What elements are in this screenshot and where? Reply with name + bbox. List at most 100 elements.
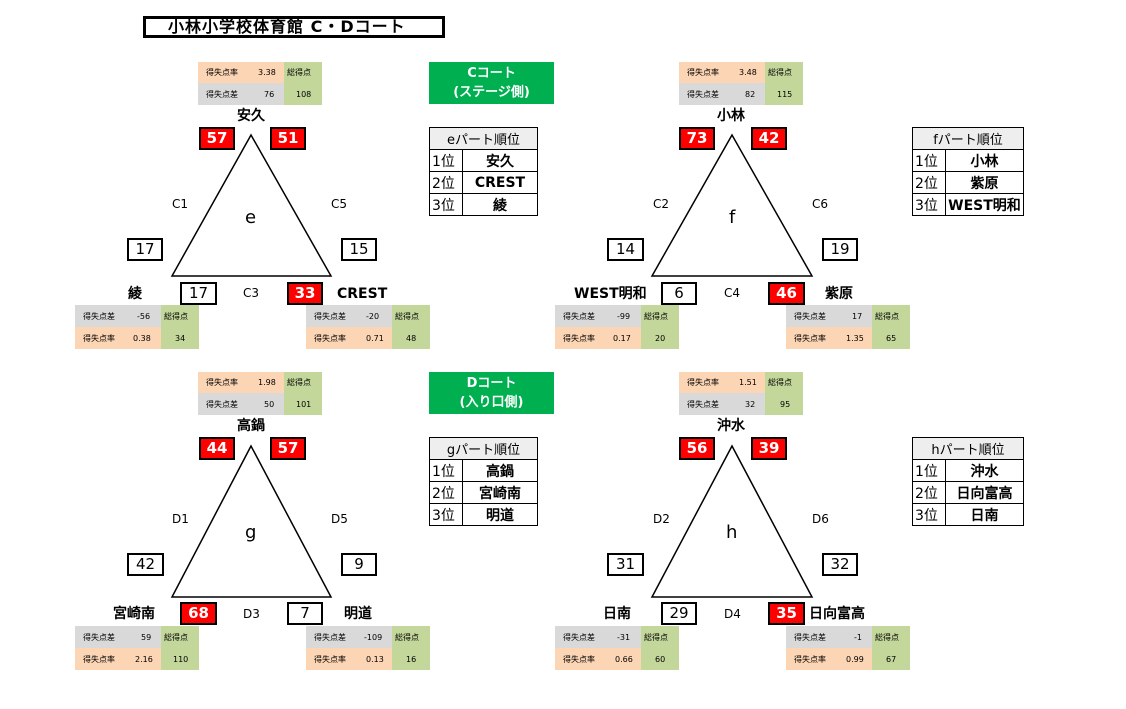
court-d-label: Dコート (入り口側) — [429, 372, 554, 414]
stats-top-h: 得失点率 1.51 総得点 得失点差 32 95 — [679, 372, 803, 415]
court-d-name: Dコート — [466, 376, 517, 391]
match-label-f-2: C6 — [812, 197, 829, 211]
stat-rate-value: 0.13 — [366, 654, 384, 664]
score-e-top-right: 51 — [270, 127, 306, 150]
page-title: 小林小学校体育館 C・Dコート — [143, 16, 445, 38]
score-f-top-left: 73 — [679, 127, 715, 150]
stat-total-value: 108 — [296, 89, 312, 99]
stat-total-value: 16 — [406, 654, 417, 664]
score-e-right-side: 15 — [341, 238, 377, 261]
score-h-bottom-left: 29 — [661, 602, 697, 625]
score-h-left-side: 31 — [607, 553, 644, 576]
ranking-team: WEST明和 — [945, 193, 1024, 216]
match-label-h-3: D4 — [724, 607, 741, 621]
score-g-top-right: 57 — [270, 437, 306, 460]
stat-label-total: 総得点 — [164, 632, 188, 642]
match-label-f-3: C4 — [724, 286, 741, 300]
match-label-g-1: D1 — [172, 512, 189, 526]
stat-label-rate: 得失点率 — [83, 333, 115, 343]
ranking-team: 日南 — [945, 503, 1024, 526]
stat-diff-value: -1 — [854, 632, 862, 642]
stats-right-h: 得失点差 -1 総得点 得失点率 0.99 67 — [786, 626, 910, 670]
court-c-name: Cコート — [467, 66, 516, 81]
ranking-row: 1位高鍋 — [429, 459, 538, 482]
stat-diff-value: -56 — [137, 311, 151, 321]
ranking-pos: 2位 — [912, 481, 946, 504]
stat-total-value: 65 — [886, 333, 897, 343]
stat-rate-value: 3.48 — [739, 68, 757, 77]
score-h-bottom-right: 35 — [768, 602, 805, 625]
ranking-team: 高鍋 — [462, 459, 538, 482]
stats-right-g: 得失点差 -109 総得点 得失点率 0.13 16 — [306, 626, 430, 670]
group-letter-h: h — [726, 522, 738, 543]
ranking-pos: 1位 — [429, 149, 463, 172]
ranking-table-h: hパート順位 1位沖水 2位日向富高 3位日南 — [912, 437, 1024, 526]
stat-label-rate: 得失点率 — [314, 333, 346, 343]
team-top-e: 安久 — [237, 108, 265, 124]
stat-rate-value: 1.35 — [846, 333, 864, 343]
stat-diff-value: -20 — [366, 311, 380, 321]
match-label-e-3: C3 — [243, 286, 260, 300]
stat-label-rate: 得失点率 — [314, 654, 346, 664]
stat-label-rate: 得失点率 — [794, 654, 826, 664]
stat-rate-value: 0.99 — [846, 654, 864, 664]
stats-left-g: 得失点差 59 総得点 得失点率 2.16 110 — [75, 626, 199, 670]
ranking-table-g: gパート順位 1位高鍋 2位宮崎南 3位明道 — [429, 437, 538, 526]
score-f-top-right: 42 — [751, 127, 787, 150]
team-left-h: 日南 — [603, 606, 631, 622]
stat-label-total: 総得点 — [875, 311, 899, 321]
stat-total-value: 95 — [780, 399, 791, 409]
score-e-bottom-left: 17 — [180, 282, 217, 305]
score-g-right-side: 9 — [341, 553, 377, 576]
stat-label-diff: 得失点差 — [314, 311, 346, 321]
match-label-e-1: C1 — [172, 197, 189, 211]
stat-label-rate: 得失点率 — [563, 333, 595, 343]
score-f-bottom-right: 46 — [768, 282, 805, 305]
stat-label-diff: 得失点差 — [83, 311, 115, 321]
team-top-f: 小林 — [717, 108, 745, 124]
stat-label-diff: 得失点差 — [687, 89, 719, 99]
ranking-header: eパート順位 — [429, 127, 538, 150]
team-left-e: 綾 — [128, 286, 142, 302]
match-label-g-2: D5 — [331, 512, 348, 526]
stat-diff-value: 59 — [141, 632, 152, 642]
stats-top-f: 得失点率 3.48 総得点 得失点差 82 115 — [679, 62, 803, 105]
stat-total-value: 115 — [777, 89, 793, 99]
stat-diff-value: -99 — [617, 311, 631, 321]
stat-label-diff: 得失点差 — [794, 632, 826, 642]
stat-total-value: 110 — [173, 654, 189, 664]
stat-rate-value: 0.66 — [615, 654, 633, 664]
stat-diff-value: -31 — [617, 632, 631, 642]
score-e-bottom-right: 33 — [287, 282, 323, 305]
stat-total-value: 101 — [296, 399, 312, 409]
ranking-team: 明道 — [462, 503, 538, 526]
team-top-h: 沖水 — [717, 418, 745, 434]
stat-label-rate: 得失点率 — [687, 68, 719, 77]
score-g-top-left: 44 — [199, 437, 235, 460]
ranking-row: 3位明道 — [429, 503, 538, 526]
ranking-header: hパート順位 — [912, 437, 1024, 460]
stat-diff-value: 32 — [745, 399, 756, 409]
stat-label-diff: 得失点差 — [794, 311, 826, 321]
score-f-left-side: 14 — [607, 238, 644, 261]
match-label-h-1: D2 — [653, 512, 670, 526]
team-right-g: 明道 — [344, 606, 372, 622]
stats-top-e: 得失点率 3.38 総得点 得失点差 76 108 — [198, 62, 322, 105]
stat-rate-value: 0.17 — [613, 333, 631, 343]
stat-rate-value: 2.16 — [135, 654, 153, 664]
stat-label-diff: 得失点差 — [563, 632, 595, 642]
stat-label-rate: 得失点率 — [206, 68, 238, 77]
stat-total-value: 67 — [886, 654, 897, 664]
ranking-pos: 3位 — [429, 503, 463, 526]
ranking-row: 2位日向富高 — [912, 481, 1024, 504]
ranking-team: 日向富高 — [945, 481, 1024, 504]
stat-rate-value: 1.98 — [258, 378, 276, 387]
match-label-f-1: C2 — [653, 197, 670, 211]
court-c-label: Cコート (ステージ側) — [429, 62, 554, 104]
